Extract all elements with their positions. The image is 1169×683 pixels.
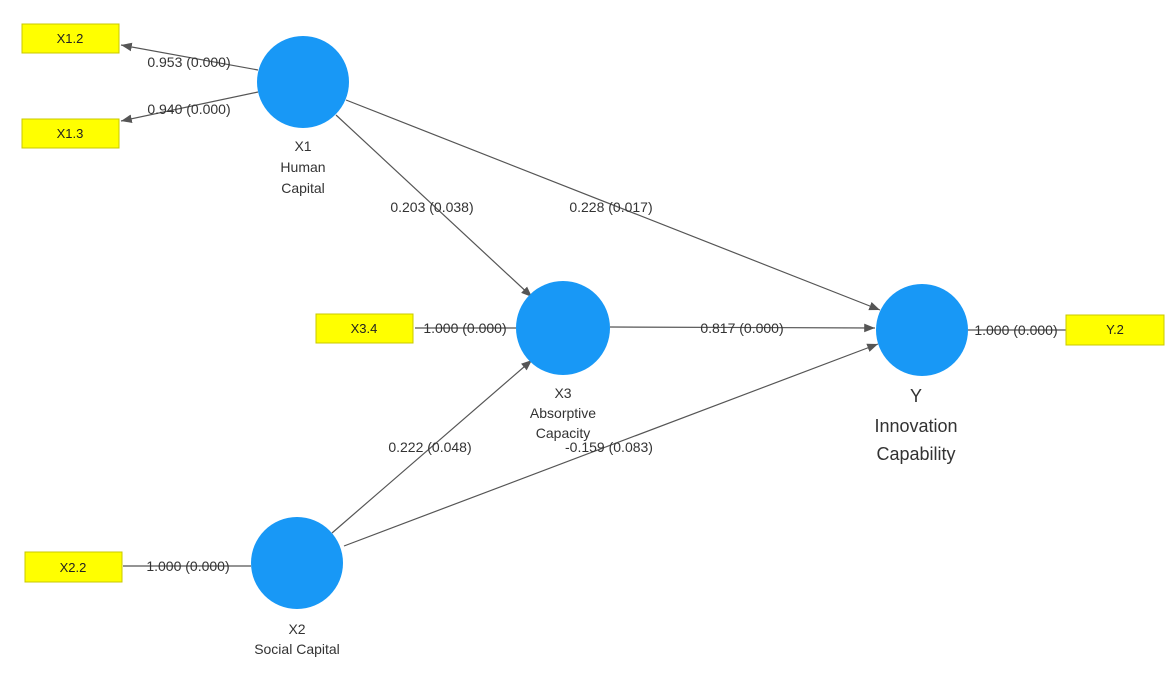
latent-labels: X1 Human Capital X3 Absorptive Capacity … [254,138,957,657]
latent-code-x3: X3 [554,385,571,401]
latent-node-x2[interactable] [251,517,343,609]
indicator-x3-4[interactable]: X3.4 [315,313,414,344]
indicator-box [21,23,120,54]
indicator-box [1065,314,1165,346]
indicator-label: X3.4 [351,321,378,336]
latent-name-x3-line-1: Absorptive [530,405,596,421]
latent-name-x1-line-1: Human [280,159,325,175]
loading-label-x1-2: 0.953 (0.000) [147,54,230,70]
loading-label-x2-2: 1.000 (0.000) [146,558,229,574]
edge-x3-to-y [609,323,876,333]
edge-x1-to-x1-2 [120,42,259,71]
indicator-box [24,551,123,583]
indicator-x1-3[interactable]: X1.3 [21,118,120,149]
latent-variables [251,36,968,609]
latent-name-x2-line-1: Social Capital [254,641,340,657]
latent-code-x2: X2 [288,621,305,637]
latent-node-y[interactable] [876,284,968,376]
path-label-x1-x3: 0.203 (0.038) [390,199,473,215]
latent-node-x3[interactable] [516,281,610,375]
indicators: X1.2 X1.3 X3.4 X2.2 Y.2 [21,23,1165,583]
latent-name-x3-line-2: Capacity [536,425,590,441]
edge-x1-to-x1-3 [120,91,259,123]
edges [120,42,1066,567]
path-label-x2-x3: 0.222 (0.048) [388,439,471,455]
indicator-label: X1.3 [57,126,84,141]
edge-x1-to-y [345,99,881,311]
coefficient-labels: 0.953 (0.000) 0.940 (0.000) 1.000 (0.000… [146,54,1057,574]
latent-name-y-line-1: Innovation [874,416,957,436]
edge-x2-to-x3 [331,359,533,534]
latent-name-x1-line-2: Capital [281,180,325,196]
latent-code-x1: X1 [294,138,311,154]
path-label-x3-y: 0.817 (0.000) [700,320,783,336]
indicator-box [315,313,414,344]
path-label-x2-y: -0.159 (0.083) [565,439,653,455]
latent-name-y-line-2: Capability [876,444,955,464]
indicator-y-2[interactable]: Y.2 [1065,314,1165,346]
loading-label-x1-3: 0.940 (0.000) [147,101,230,117]
indicator-label: X2.2 [60,560,87,575]
indicator-x1-2[interactable]: X1.2 [21,23,120,54]
edge-x1-to-x3 [335,114,533,298]
latent-node-x1[interactable] [257,36,349,128]
indicator-label: Y.2 [1106,322,1124,337]
loading-label-x3-4: 1.000 (0.000) [423,320,506,336]
indicator-label: X1.2 [57,31,84,46]
path-label-x1-y: 0.228 (0.017) [569,199,652,215]
latent-code-y: Y [910,386,922,406]
indicator-x2-2[interactable]: X2.2 [24,551,123,583]
edge-x2-to-y [343,343,879,547]
indicator-box [21,118,120,149]
loading-label-y-2: 1.000 (0.000) [974,322,1057,338]
